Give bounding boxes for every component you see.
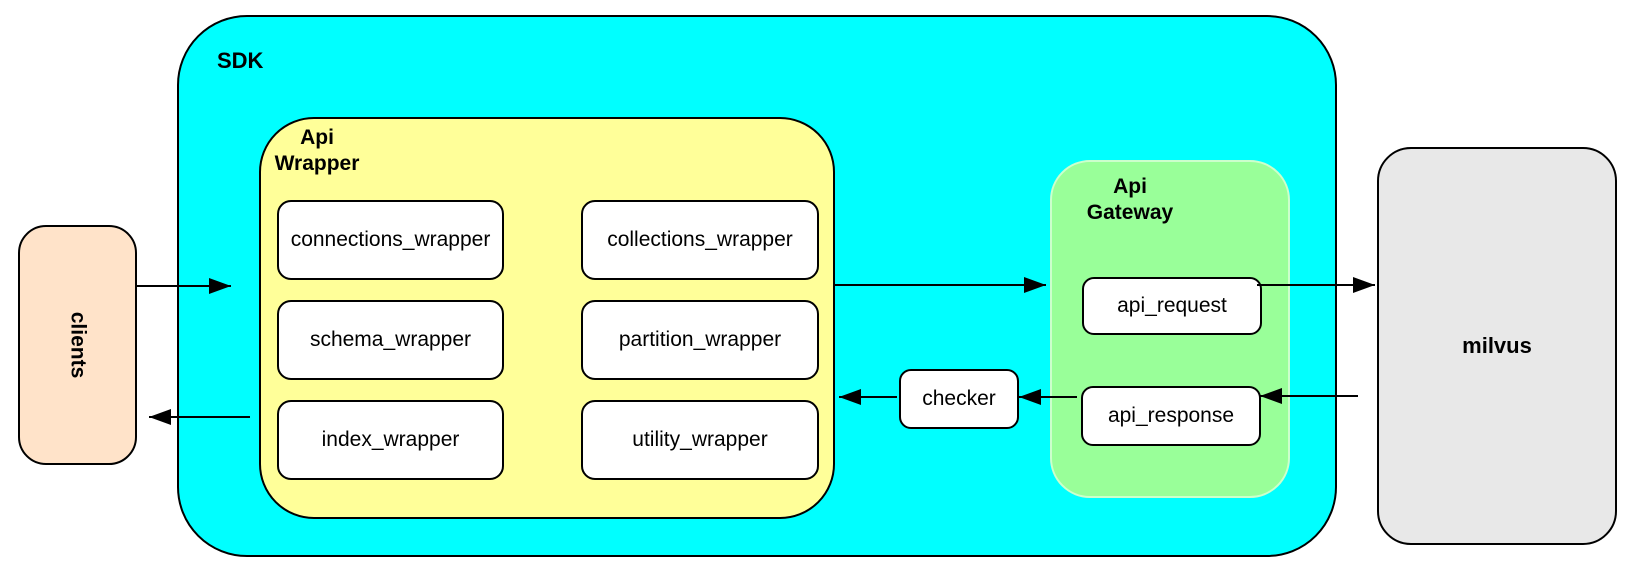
api-gateway-container: Api Gateway api_request api_response	[1050, 160, 1290, 498]
sdk-label: SDK	[217, 48, 264, 73]
index-wrapper-node: index_wrapper	[277, 400, 504, 480]
sdk-container: SDK Api Wrapper connections_wrapper coll…	[177, 15, 1337, 557]
clients-label: clients	[66, 311, 90, 379]
milvus-label: milvus	[1462, 333, 1532, 358]
utility-wrapper-node: utility_wrapper	[581, 400, 819, 480]
collections-wrapper-node: collections_wrapper	[581, 200, 819, 280]
milvus-node: milvus	[1377, 147, 1617, 545]
checker-node: checker	[899, 369, 1019, 429]
partition-wrapper-node: partition_wrapper	[581, 300, 819, 380]
schema-wrapper-node: schema_wrapper	[277, 300, 504, 380]
api-request-node: api_request	[1082, 277, 1262, 335]
connections-wrapper-node: connections_wrapper	[277, 200, 504, 280]
api-wrapper-container: Api Wrapper connections_wrapper collecti…	[259, 117, 835, 519]
api-gateway-label: Api Gateway	[1086, 175, 1174, 225]
api-wrapper-label: Api Wrapper	[274, 126, 360, 176]
clients-node: clients	[18, 225, 137, 465]
api-response-node: api_response	[1081, 386, 1261, 446]
